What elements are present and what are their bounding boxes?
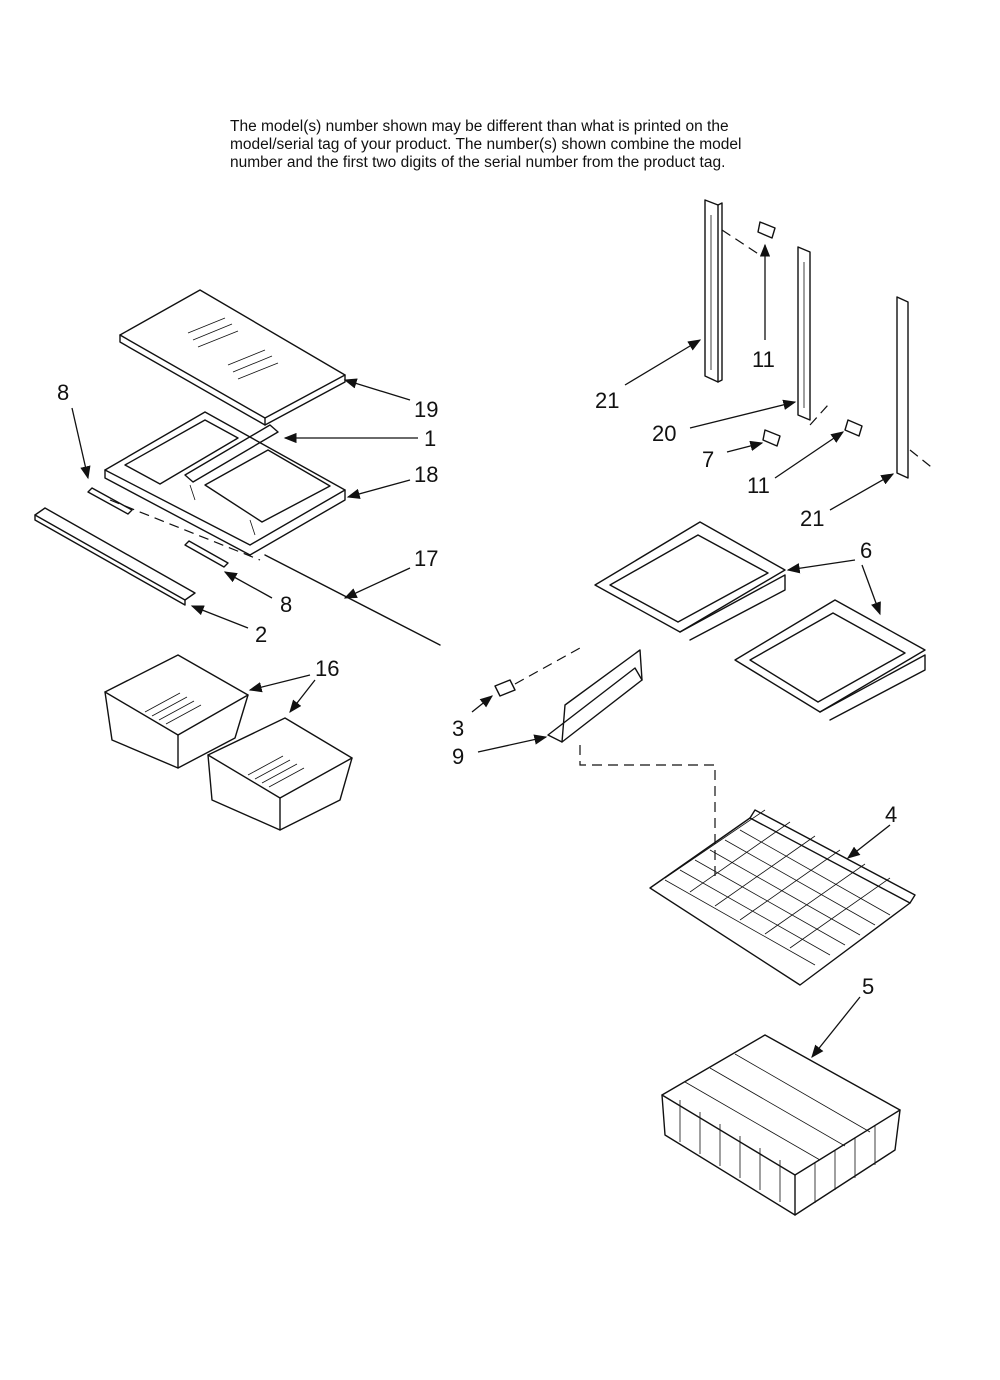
wire-basket-part bbox=[661, 1034, 901, 1216]
callout-1: 1 bbox=[424, 426, 436, 451]
slide-left-part bbox=[87, 487, 133, 515]
callout-11-lower: 11 bbox=[747, 473, 770, 498]
callout-20: 20 bbox=[652, 421, 676, 446]
callout-17: 17 bbox=[414, 546, 438, 571]
model-number-note: The model(s) number shown may be differe… bbox=[230, 118, 742, 171]
callout-21-upper: 21 bbox=[595, 388, 619, 413]
callout-3: 3 bbox=[452, 716, 464, 741]
callout-16: 16 bbox=[315, 656, 339, 681]
wire-shelf-part bbox=[649, 809, 916, 986]
front-trim-part bbox=[34, 507, 196, 606]
callout-5: 5 bbox=[862, 974, 874, 999]
screw-upper-part bbox=[757, 221, 776, 239]
callout-18: 18 bbox=[414, 462, 438, 487]
sliding-shelf-upper-part bbox=[594, 521, 786, 641]
screw-lower-part bbox=[844, 419, 863, 437]
callout-21-lower: 21 bbox=[800, 506, 824, 531]
leader-lines bbox=[71, 243, 895, 1059]
callout-19: 19 bbox=[414, 397, 438, 422]
crisper-cover-frame-part bbox=[104, 411, 346, 556]
rail-center-part bbox=[797, 246, 811, 421]
callout-6: 6 bbox=[860, 538, 872, 563]
callout-9: 9 bbox=[452, 744, 464, 769]
screw-7-part bbox=[762, 429, 781, 447]
callout-4: 4 bbox=[885, 802, 897, 827]
bracket-part bbox=[547, 649, 643, 743]
callout-8-upper: 8 bbox=[57, 380, 69, 405]
callout-2: 2 bbox=[255, 622, 267, 647]
rail-right-part bbox=[896, 296, 909, 479]
callout-8-lower: 8 bbox=[280, 592, 292, 617]
rail-left-part bbox=[704, 199, 723, 383]
callout-7: 7 bbox=[702, 447, 714, 472]
glass-shelf-part bbox=[119, 289, 346, 426]
crisper-drawer-right-part bbox=[207, 717, 353, 831]
crisper-drawer-left-part bbox=[104, 654, 249, 769]
screw-3-part bbox=[494, 679, 516, 697]
rod-part bbox=[109, 499, 441, 646]
sliding-shelf-lower-part bbox=[734, 599, 926, 721]
callout-11-upper: 11 bbox=[752, 347, 775, 372]
slide-right-part bbox=[184, 540, 229, 568]
